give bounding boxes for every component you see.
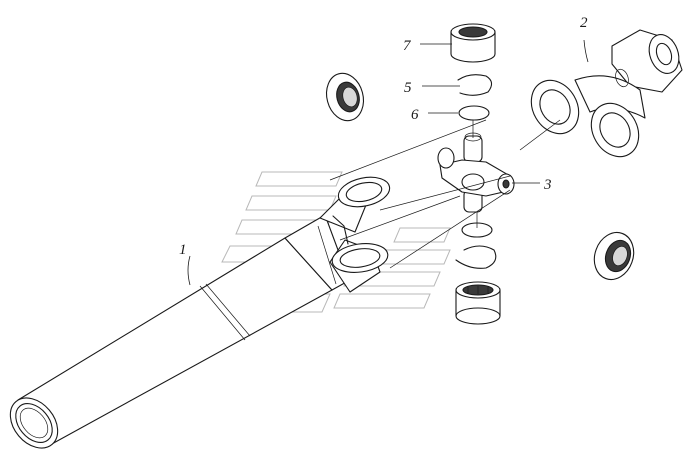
retaining-ring-bottom: [455, 245, 497, 269]
callout-label-cross: 3: [543, 177, 552, 193]
callout-label-shaft: 1: [179, 242, 187, 258]
shaft-tube: [9, 214, 351, 449]
retaining-ring-top: [457, 74, 493, 96]
callout-label-bearing-cup: 7: [403, 38, 412, 54]
assembly-guide-lines: [329, 119, 561, 269]
bearing-cup-bottom: [455, 281, 501, 325]
callout-leaders: [187, 39, 589, 286]
seal-ring-top: [458, 105, 490, 121]
callout-label-seal-ring: 6: [411, 107, 419, 123]
bearing-cup-right: [593, 231, 635, 281]
callout-label-flange-yoke: 2: [580, 15, 588, 31]
shaft-yoke: [319, 176, 391, 293]
flange-yoke: [530, 29, 683, 158]
universal-joint-cross: [437, 132, 515, 213]
bearing-cup-top: [450, 23, 496, 63]
callout-label-retaining-ring: 5: [404, 80, 412, 96]
bearing-cup-left: [325, 72, 365, 122]
